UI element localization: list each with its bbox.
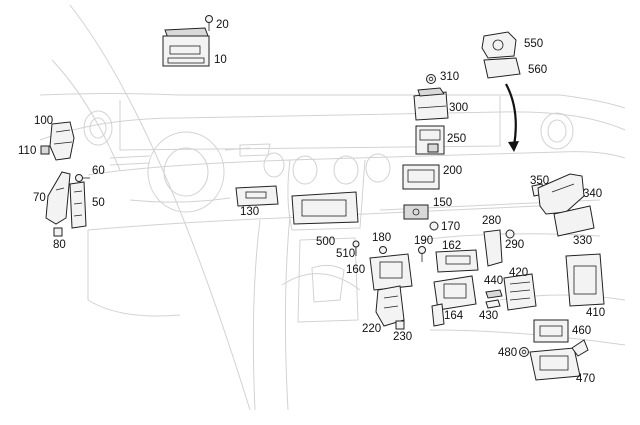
part-50-module bbox=[69, 181, 87, 229]
label-560: 560 bbox=[528, 64, 547, 76]
label-70: 70 bbox=[33, 192, 46, 204]
part-330-module bbox=[553, 205, 595, 237]
part-100-bracket bbox=[49, 121, 75, 161]
label-480: 480 bbox=[498, 347, 517, 359]
part-164-bracket bbox=[431, 275, 477, 327]
label-230: 230 bbox=[393, 331, 412, 343]
label-50: 50 bbox=[92, 197, 105, 209]
label-100: 100 bbox=[34, 115, 53, 127]
label-500: 500 bbox=[316, 236, 335, 248]
label-220: 220 bbox=[362, 323, 381, 335]
label-60: 60 bbox=[92, 165, 105, 177]
part-420-fuse-box bbox=[503, 273, 537, 311]
label-430: 430 bbox=[479, 310, 498, 322]
part-80-clip bbox=[53, 227, 63, 237]
part-560-cover bbox=[483, 57, 521, 79]
part-180-screw bbox=[379, 246, 387, 254]
part-10-control-unit bbox=[162, 27, 210, 67]
label-130: 130 bbox=[240, 206, 259, 218]
label-350: 350 bbox=[530, 175, 549, 187]
part-20-screw bbox=[205, 15, 213, 31]
part-162-module bbox=[435, 249, 479, 273]
label-250: 250 bbox=[447, 133, 466, 145]
part-460-module bbox=[533, 319, 569, 343]
label-80: 80 bbox=[53, 239, 66, 251]
part-70-bracket bbox=[45, 171, 71, 225]
part-230-clip bbox=[395, 320, 405, 330]
part-160-switch-panel bbox=[369, 253, 413, 291]
label-330: 330 bbox=[573, 235, 592, 247]
label-10: 10 bbox=[214, 54, 227, 66]
label-460: 460 bbox=[572, 325, 591, 337]
part-430-clip bbox=[485, 299, 501, 309]
label-310: 310 bbox=[440, 71, 459, 83]
part-60-screw bbox=[75, 174, 90, 182]
label-550: 550 bbox=[524, 38, 543, 50]
label-162: 162 bbox=[442, 240, 461, 252]
label-410: 410 bbox=[586, 307, 605, 319]
pointer-arrow bbox=[505, 83, 519, 152]
label-340: 340 bbox=[583, 188, 602, 200]
part-340-bracket bbox=[537, 173, 585, 215]
part-220-bracket bbox=[375, 285, 405, 327]
part-170-nut bbox=[429, 221, 439, 231]
label-150: 150 bbox=[433, 197, 452, 209]
label-110: 110 bbox=[18, 145, 36, 157]
part-310-nut bbox=[426, 74, 436, 84]
label-290: 290 bbox=[505, 239, 524, 251]
label-470: 470 bbox=[576, 373, 595, 385]
label-164: 164 bbox=[444, 310, 464, 322]
label-200: 200 bbox=[443, 165, 462, 177]
part-500-display bbox=[291, 191, 359, 225]
part-290-nut bbox=[505, 229, 515, 239]
part-110-clip bbox=[40, 145, 50, 155]
part-510-screw bbox=[352, 240, 360, 256]
part-150-switch bbox=[403, 204, 429, 220]
part-280-bracket bbox=[483, 229, 503, 267]
part-480-nut bbox=[519, 347, 529, 357]
label-160: 160 bbox=[346, 264, 365, 276]
part-550-module bbox=[481, 31, 517, 59]
part-250-module bbox=[415, 125, 445, 155]
label-190: 190 bbox=[414, 235, 433, 247]
part-470-module bbox=[529, 339, 589, 381]
part-200-module bbox=[402, 164, 440, 190]
callout-labels: 20 10 550 560 310 300 250 100 110 60 70 … bbox=[18, 19, 605, 385]
part-130-module bbox=[235, 185, 279, 207]
label-20: 20 bbox=[216, 19, 229, 31]
part-410-control-unit bbox=[565, 253, 605, 307]
label-440: 440 bbox=[484, 275, 503, 287]
label-510: 510 bbox=[336, 248, 355, 260]
part-440-clip bbox=[485, 289, 503, 299]
label-170: 170 bbox=[441, 221, 460, 233]
part-190-screw bbox=[418, 246, 426, 262]
label-420: 420 bbox=[509, 267, 528, 279]
label-280: 280 bbox=[482, 215, 501, 227]
label-300: 300 bbox=[449, 102, 468, 114]
part-300-control-unit bbox=[413, 87, 449, 121]
label-180: 180 bbox=[372, 232, 391, 244]
